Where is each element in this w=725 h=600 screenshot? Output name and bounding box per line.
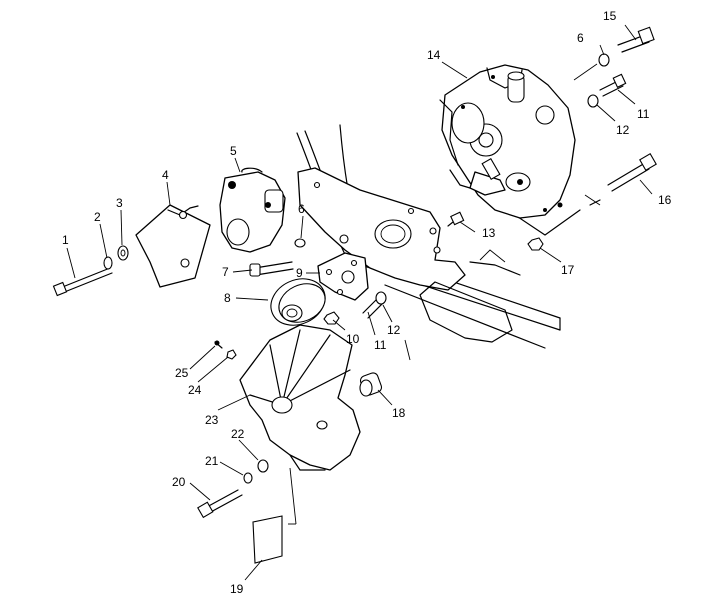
fasteners: [52, 26, 657, 564]
callout-25: 25: [175, 366, 189, 380]
callout-13: 13: [482, 226, 496, 240]
callout-4: 4: [162, 168, 169, 182]
callout-23: 23: [205, 413, 219, 427]
callout-1: 1: [62, 233, 69, 247]
mounting-plate: [297, 167, 521, 343]
callout-18: 18: [392, 406, 406, 420]
callout-12-mid: 12: [387, 323, 401, 337]
callout-17: 17: [561, 263, 575, 277]
callout-8: 8: [224, 291, 231, 305]
belt-guard-cover: [239, 324, 361, 471]
callout-6-top: 6: [577, 31, 584, 45]
callout-20: 20: [172, 475, 186, 489]
callout-3: 3: [116, 196, 123, 210]
callout-15: 15: [603, 9, 617, 23]
leader-lines: [66, 24, 653, 581]
callout-22: 22: [231, 427, 245, 441]
small-bracket: [317, 252, 369, 301]
callout-5: 5: [230, 144, 237, 158]
callout-6-left: 6: [298, 202, 305, 216]
callout-11-top: 11: [637, 107, 650, 121]
callout-12-top: 12: [616, 123, 630, 137]
callout-24: 24: [188, 383, 202, 397]
pulley: [270, 278, 326, 326]
callout-14: 14: [427, 48, 441, 62]
callout-16: 16: [658, 193, 672, 207]
shield-bracket: [135, 204, 211, 288]
spacer: [359, 372, 383, 397]
callout-numbers: 1 2 3 4 5 6 6 7 8 9 10 11 11 12 12 13 14…: [62, 9, 672, 596]
callout-2: 2: [94, 210, 101, 224]
callout-10: 10: [346, 332, 360, 346]
callout-19: 19: [230, 582, 244, 596]
callout-9: 9: [296, 266, 303, 280]
callout-21: 21: [205, 454, 219, 468]
callout-11-mid: 11: [374, 338, 387, 352]
chaincase-housing: [439, 64, 576, 219]
callout-7: 7: [222, 265, 229, 279]
bearing-housing: [219, 167, 286, 253]
